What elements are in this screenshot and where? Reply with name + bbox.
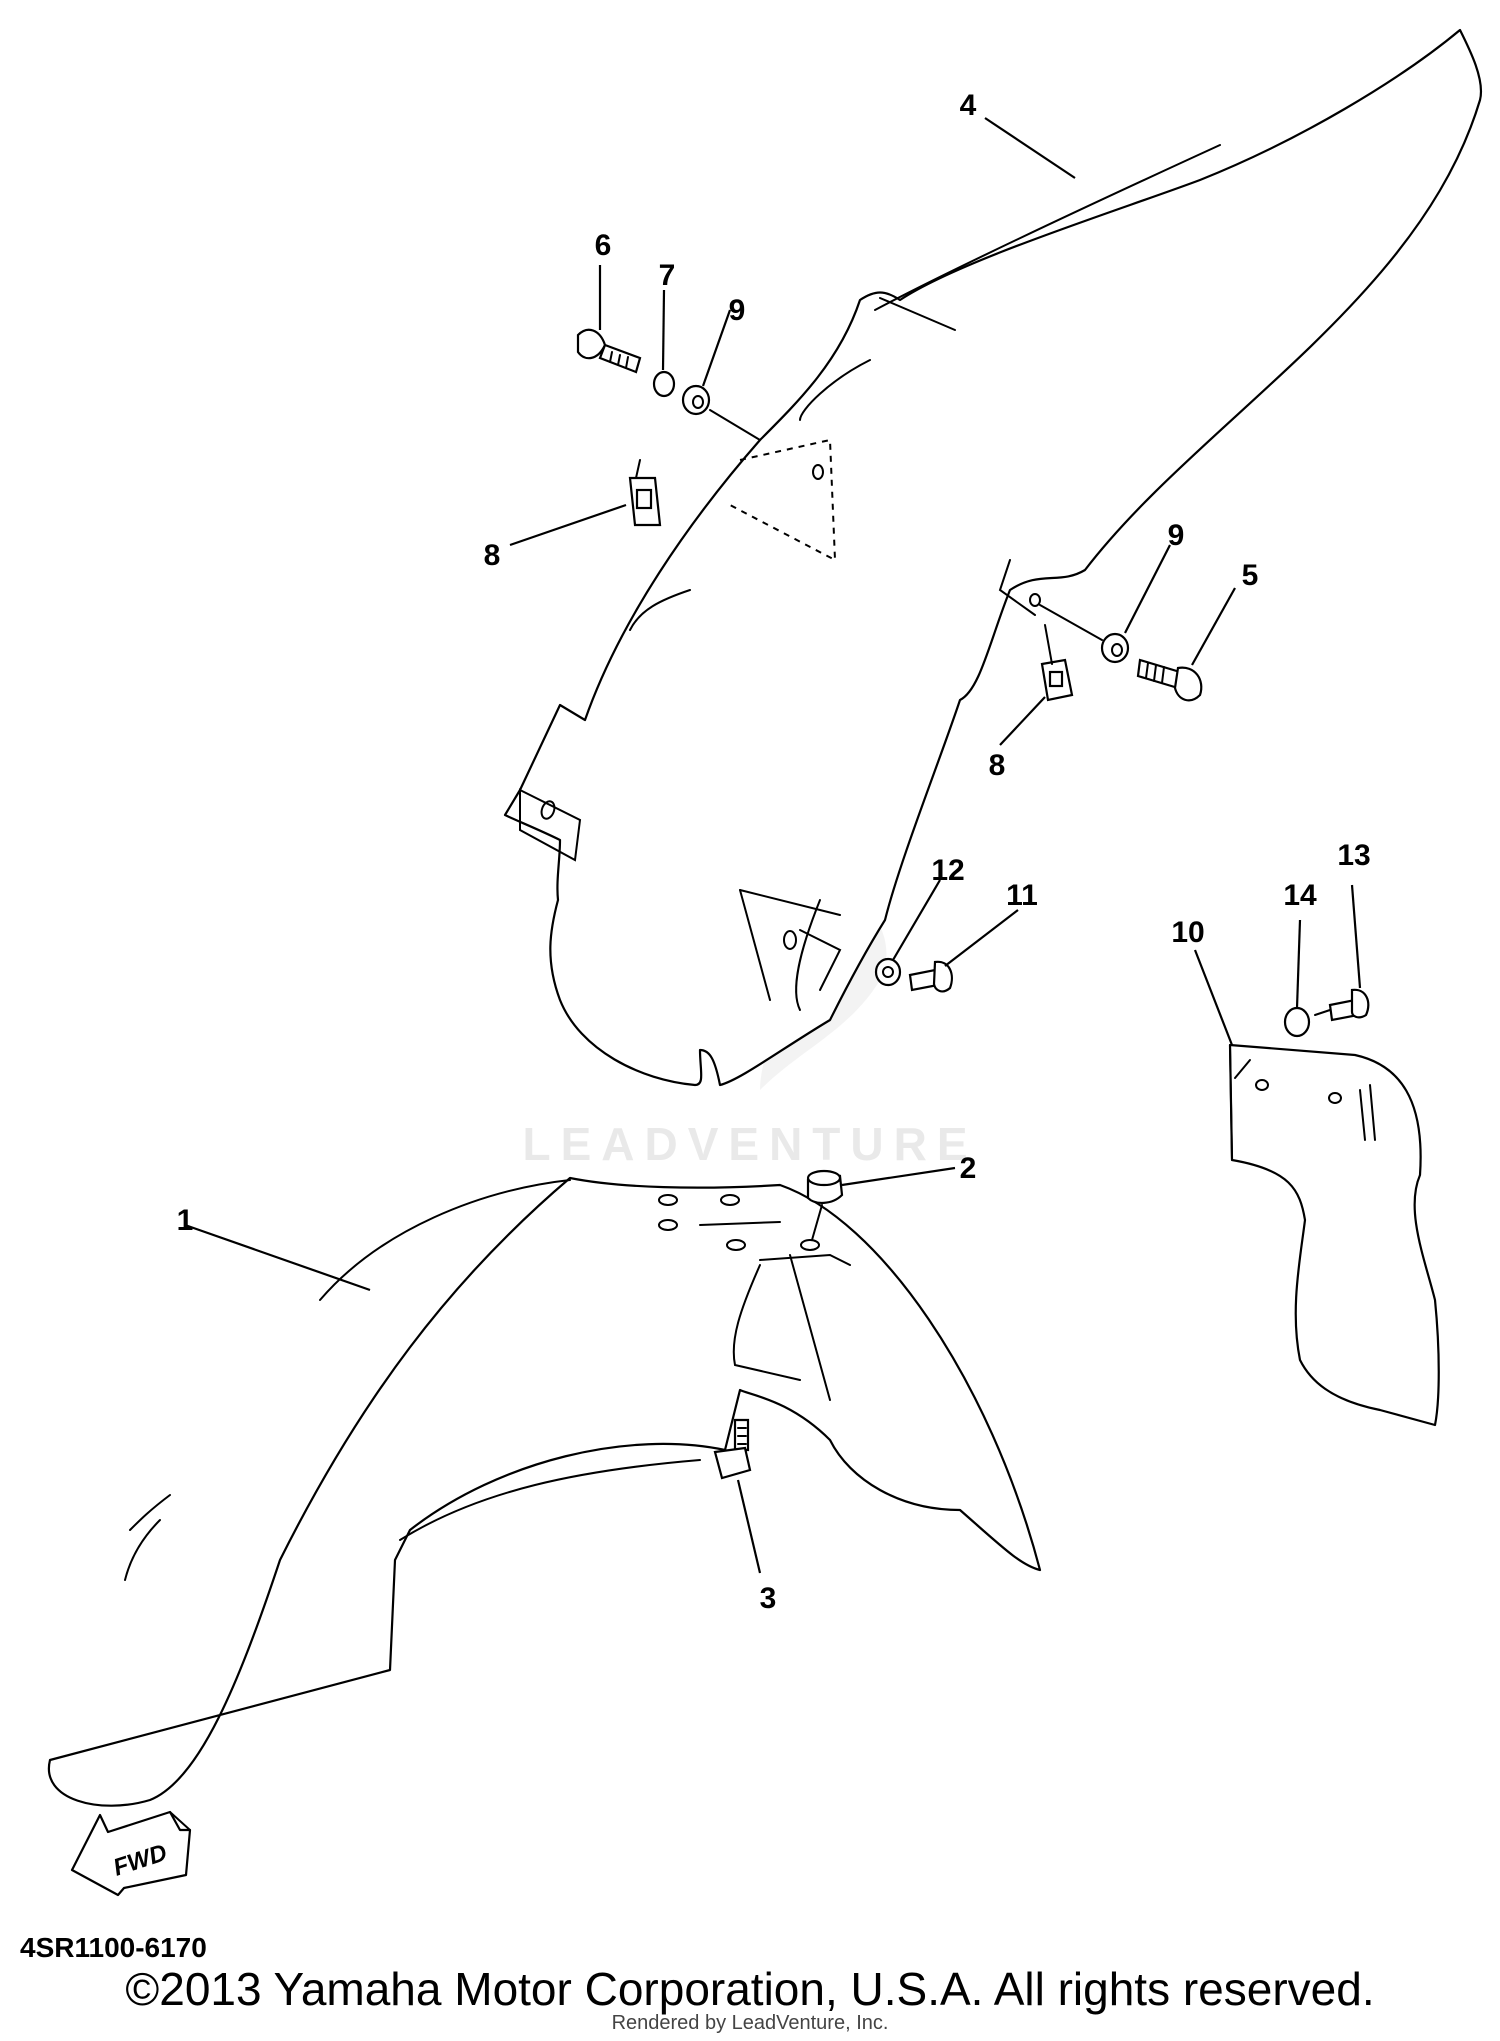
callout-14: 14 [1283,879,1317,912]
callout-5: 5 [1242,559,1259,592]
callout-10: 10 [1171,916,1204,949]
callout-9b: 9 [1168,519,1185,552]
part-5-bolt-icon [1136,658,1203,702]
part-6-bolt-icon [576,328,642,374]
callout-6: 6 [595,229,612,262]
part-13-screw-icon [1314,988,1370,1022]
fwd-arrow-icon: FWD [70,1810,192,1897]
callout-11: 11 [1006,879,1038,912]
callout-13: 13 [1337,839,1370,872]
part-8-nut-clip-icon [1040,624,1074,702]
hardware [576,328,1370,1480]
leader-lines [184,117,1362,1574]
callout-7: 7 [659,259,676,292]
callout-2: 2 [960,1152,977,1185]
callout-9a: 9 [729,294,746,327]
part-4-rear-fender [503,28,1483,1087]
callout-3: 3 [760,1582,777,1615]
copyright-notice: ©2013 Yamaha Motor Corporation, U.S.A. A… [125,1963,1375,2015]
part-8-nut-clip-icon [628,459,662,527]
part-9-collar-icon [681,384,711,416]
part-7-washer-icon [652,370,676,398]
part-14-washer-icon [1283,1006,1311,1038]
callout-8b: 8 [989,749,1006,782]
callout-12: 12 [931,854,964,887]
reference-code: 4SR1100-6170 [20,1932,207,1963]
part-3-bolt-icon [713,1418,752,1480]
callouts: 1 2 3 4 5 6 7 9 8 9 8 12 11 10 14 13 [177,89,1371,1615]
part-2-grommet-icon [806,1169,844,1204]
part-1-front-fender [47,1176,1042,1807]
watermark-text: LEADVENTURE [522,1118,977,1170]
part-10-mud-guard [1228,1043,1440,1427]
callout-1: 1 [177,1204,194,1237]
part-12-grommet-icon [874,957,902,987]
callout-8a: 8 [484,539,501,572]
part-9-collar-icon [1100,632,1130,664]
rendered-by-notice: Rendered by LeadVenture, Inc. [611,2012,889,2034]
callout-4: 4 [960,89,977,122]
hidden-bracket-outline [729,438,837,562]
